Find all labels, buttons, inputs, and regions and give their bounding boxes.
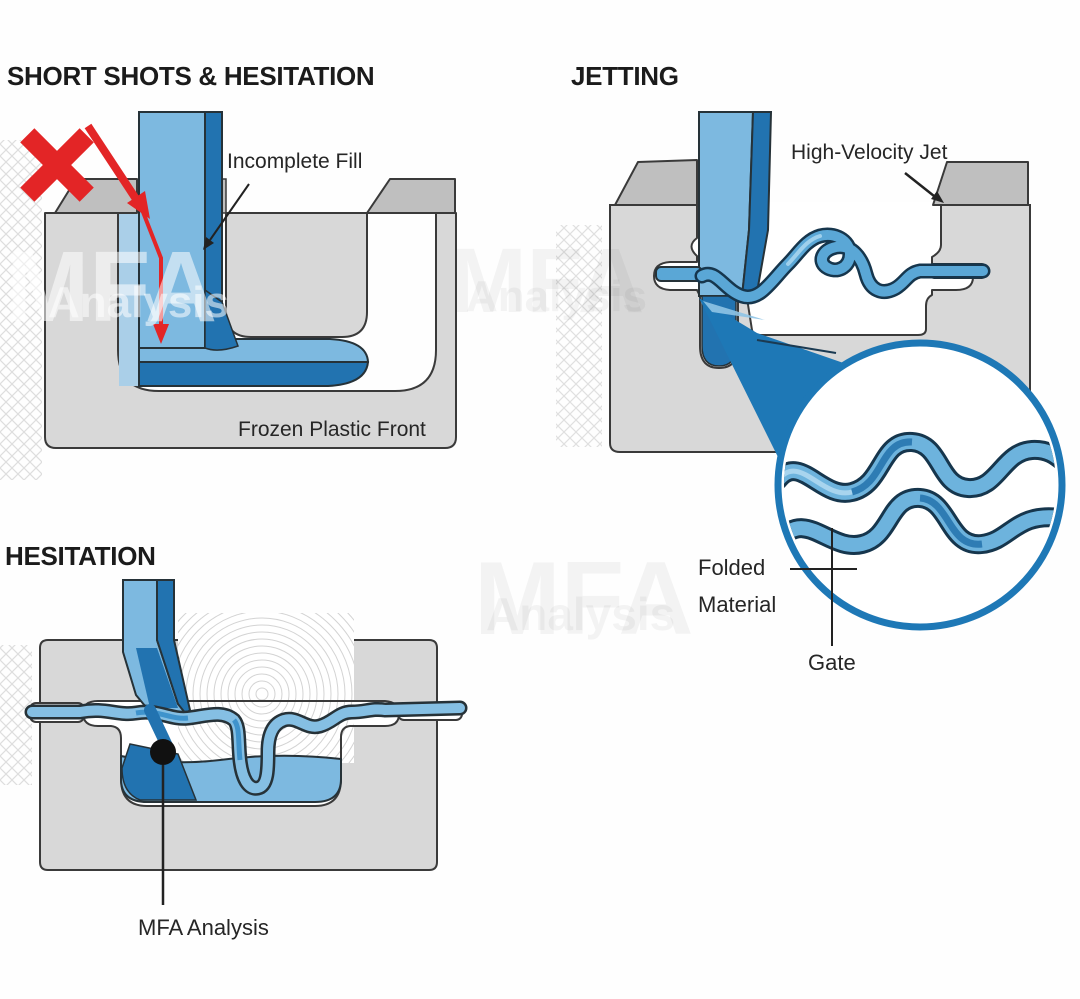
mfa-analysis-label: MFA Analysis <box>138 915 269 940</box>
jetting-mold <box>556 111 1066 646</box>
folded-material-line1: Folded <box>698 555 766 580</box>
incomplete-fill-pointer <box>203 183 250 250</box>
sprue-channel <box>138 111 239 351</box>
mold-core-island <box>225 212 368 338</box>
hesitation-mold <box>0 579 468 905</box>
hesitation-marker-dot <box>150 739 176 765</box>
folded-material-label: Folded Material <box>698 549 808 623</box>
hesitation-sprue <box>122 579 192 716</box>
jetting-title: JETTING <box>571 61 679 91</box>
hesitation-ribbon <box>24 700 468 796</box>
high-velocity-jet-squiggle <box>694 227 991 305</box>
frozen-plastic-front-label: Frozen Plastic Front <box>238 418 426 441</box>
error-x-icon <box>20 128 94 202</box>
magnifier-circle <box>774 339 1066 631</box>
short-shots-title: SHORT SHOTS & HESITATION <box>7 61 375 91</box>
hesitation-title: HESITATION <box>5 541 156 571</box>
melt-backfill <box>119 214 140 386</box>
short-shots-mold <box>0 111 457 480</box>
jet-pointer-arrow <box>904 172 944 203</box>
high-velocity-jet-label: High-Velocity Jet <box>791 141 948 164</box>
hatch-texture-center <box>556 225 602 447</box>
gate-label: Gate <box>808 650 856 675</box>
incomplete-fill-label: Incomplete Fill <box>227 150 363 173</box>
flow-direction-arrow <box>84 123 169 344</box>
melt-pool <box>120 743 342 803</box>
folded-material-line2: Material <box>698 592 777 617</box>
